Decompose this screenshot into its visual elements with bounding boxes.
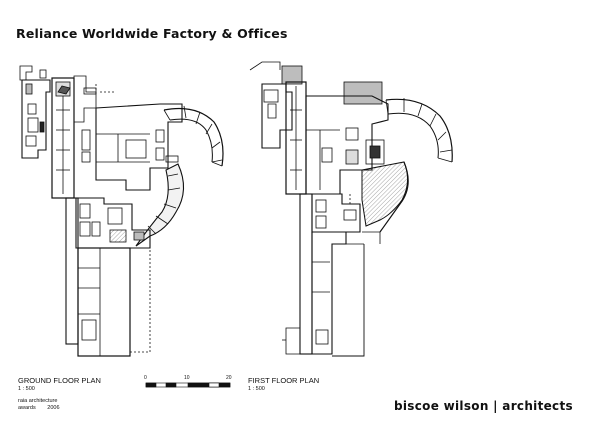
scale-tick-20: 20 xyxy=(226,375,232,381)
award-year: 2006 xyxy=(47,405,60,411)
first-floor-plan xyxy=(249,61,453,357)
ground-floor-label: GROUND FLOOR PLAN xyxy=(18,376,101,385)
scale-bar xyxy=(145,382,231,388)
ground-floor-scale: 1 : 500 xyxy=(18,386,35,392)
scale-tick-10: 10 xyxy=(184,375,190,381)
scale-tick-0: 0 xyxy=(144,375,147,381)
award-word: awards xyxy=(18,405,36,411)
first-floor-label: FIRST FLOOR PLAN xyxy=(248,376,320,385)
architect-firm-name: biscoe wilson | architects xyxy=(394,399,573,413)
first-floor-scale: 1 : 500 xyxy=(248,386,265,392)
sheet-title: Reliance Worldwide Factory & Offices xyxy=(16,26,288,41)
award-line-1: raia architecture xyxy=(18,398,58,404)
ground-floor-plan xyxy=(19,65,224,357)
award-line-2: awards 2006 xyxy=(18,405,60,412)
